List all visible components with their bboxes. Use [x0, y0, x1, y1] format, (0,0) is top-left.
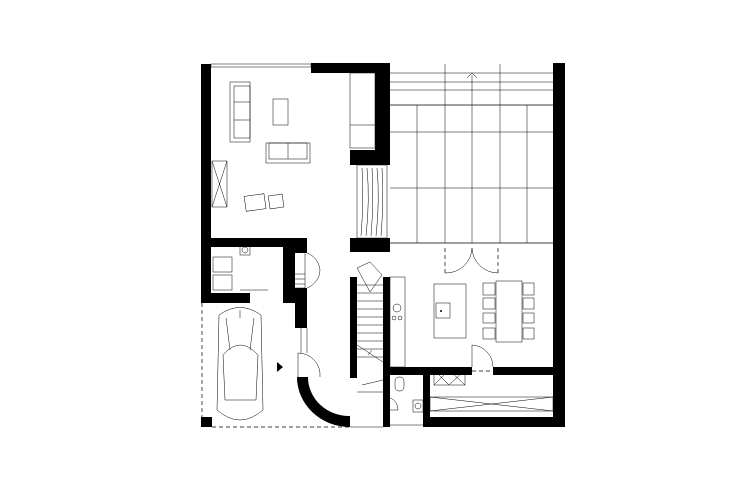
kitchen-island: [433, 283, 467, 339]
stair-cut-line: [356, 344, 384, 363]
island-sink: [435, 302, 451, 319]
armchair: [267, 193, 285, 210]
wall-north: [311, 63, 390, 73]
chair: [482, 312, 496, 324]
chair: [522, 282, 535, 296]
pantry-shelf-cross: [429, 396, 554, 412]
entrance-door: [297, 352, 321, 378]
kitchen-counter: [389, 276, 406, 368]
cooktop-burner-icon: [391, 315, 397, 321]
utility-room: [212, 242, 321, 291]
cooktop-burner-icon: [397, 315, 403, 321]
washing-machine: [212, 256, 233, 273]
cooktop-burner-icon: [392, 303, 402, 313]
dining-table: [495, 280, 523, 343]
wc-basin: [412, 399, 424, 413]
car-hood-lines: [225, 310, 255, 351]
wall-utility-south: [201, 293, 250, 303]
coffee-table: [272, 98, 289, 126]
dining-chairs: [482, 282, 535, 340]
living-room-furniture: [211, 72, 388, 239]
wall-living-east: [375, 63, 390, 165]
wardrobe: [290, 251, 306, 289]
window-north: [210, 63, 312, 68]
dryer: [212, 274, 233, 291]
wardrobe-shelves: [293, 273, 305, 285]
sink-drain-icon: [440, 310, 442, 312]
chair: [482, 282, 496, 296]
utility-sink-drain-icon: [241, 246, 249, 254]
car-cabin: [222, 344, 259, 401]
windows-and-outlines: [201, 63, 423, 428]
closet-niche: [290, 242, 302, 251]
closet-doors: [306, 252, 321, 289]
chair: [522, 312, 535, 324]
firewood-storage: [356, 164, 388, 239]
wall-living-south: [201, 238, 307, 247]
pantry-shelf: [429, 396, 554, 412]
stair-direction-arrow-icon: [466, 72, 478, 79]
hall-window: [300, 328, 308, 353]
storage-cross: [433, 369, 466, 386]
kitchen-dining: [389, 247, 554, 412]
garage: [216, 307, 321, 421]
stair-treads: [357, 284, 383, 358]
wall-stair-east: [383, 277, 390, 427]
shelf: [349, 72, 376, 149]
wall-block-upper: [350, 150, 390, 165]
entrance-marker-icon: [277, 362, 283, 372]
chair: [482, 327, 496, 340]
fireplace: [211, 160, 228, 208]
wall-block-lower: [350, 238, 390, 252]
staircase: [356, 261, 384, 393]
sofa: [229, 81, 251, 143]
terrace: [390, 64, 553, 244]
wall-east: [553, 63, 565, 427]
walls: [201, 63, 565, 427]
wall-curved-entrance: [297, 377, 350, 427]
armchair: [243, 193, 267, 212]
wc-door: [389, 397, 399, 411]
wall-stair-west: [350, 277, 357, 378]
wall-utility-east: [283, 238, 295, 303]
toilet: [394, 376, 405, 392]
wall-kitchen-south-a: [390, 367, 472, 375]
terrace-double-door: [444, 247, 499, 274]
storage-box: [433, 369, 466, 386]
wc: [389, 376, 424, 413]
pantry-door: [471, 344, 494, 368]
wall-kitchen-south-b: [493, 367, 553, 375]
garage-column: [201, 417, 212, 427]
firewood-lines: [360, 167, 384, 237]
wall-storage-west: [423, 367, 430, 427]
stair-landing-arrow-icon: [356, 261, 383, 293]
chair: [522, 327, 535, 340]
fireplace-cross: [211, 160, 228, 208]
wc-basin-drain-icon: [414, 402, 422, 410]
wall-west-upper: [201, 64, 211, 303]
wall-south: [423, 417, 565, 427]
stair-lower: [357, 379, 384, 393]
sofa-seat: [233, 85, 251, 139]
car: [216, 307, 264, 421]
wall-hall-west: [295, 288, 307, 328]
utility-sink: [239, 244, 251, 256]
chair: [482, 297, 496, 310]
chair: [522, 297, 535, 310]
